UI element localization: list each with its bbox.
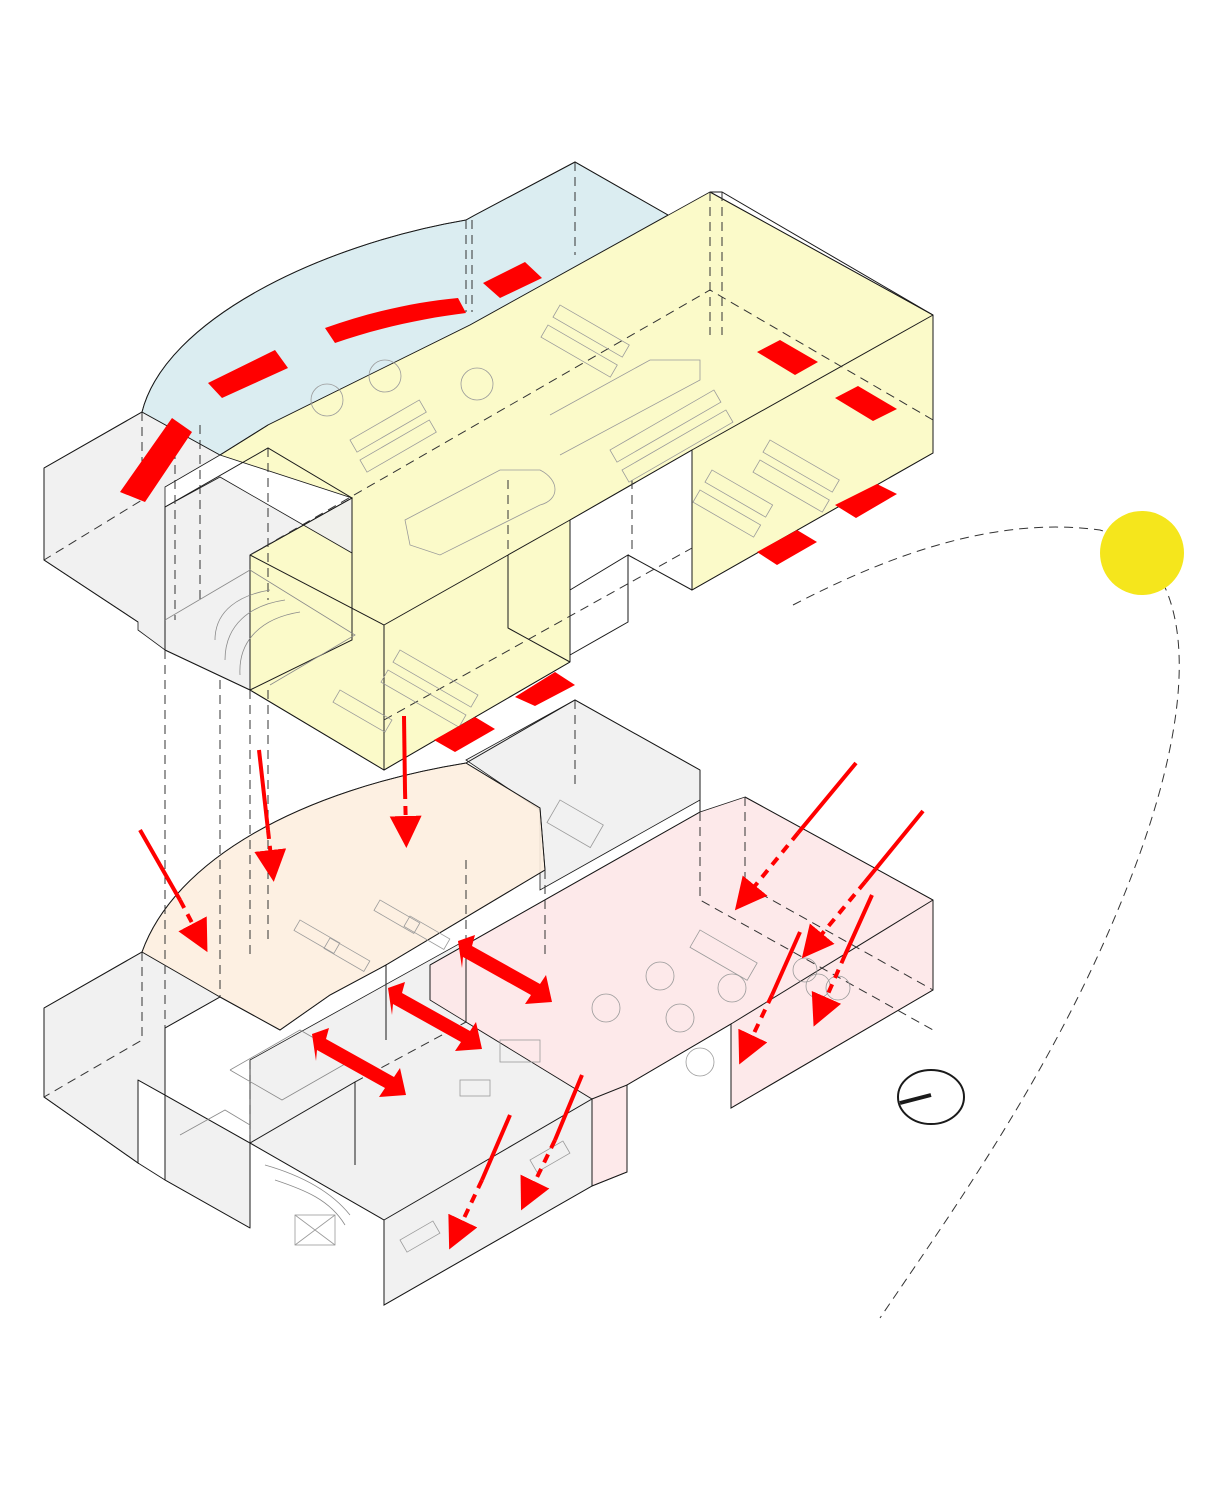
glare-band <box>483 262 542 298</box>
daylight-arrow <box>254 749 287 882</box>
connection-double-arrow <box>312 1028 406 1097</box>
daylight-arrow <box>138 829 208 953</box>
lower-furniture-hints <box>293 799 851 1253</box>
lower-level-volume <box>43 699 934 1306</box>
compass-icon <box>897 1069 965 1125</box>
glare-band <box>325 298 466 343</box>
daylight-arrow <box>811 894 874 1027</box>
daylight-arrow <box>520 1074 584 1211</box>
daylight-arrow <box>734 761 858 911</box>
glare-band <box>434 717 495 752</box>
glare-band <box>835 484 897 518</box>
glare-band <box>757 530 817 565</box>
daylight-arrow <box>448 1114 512 1250</box>
upper-furniture-hints <box>310 304 840 733</box>
glare-band <box>835 386 897 421</box>
light-flow-arrows <box>138 715 925 1250</box>
glare-band <box>208 350 288 398</box>
daylight-arrow <box>738 931 802 1065</box>
connection-double-arrow <box>388 982 482 1051</box>
sun-icon <box>1100 511 1184 595</box>
daylight-arrow <box>801 809 925 959</box>
glare-band <box>515 672 575 706</box>
glare-band <box>757 340 818 375</box>
connection-double-arrow <box>458 935 552 1004</box>
glare-band <box>120 418 192 502</box>
sun-path-arc <box>792 526 1180 1319</box>
daylight-arrow <box>389 715 422 848</box>
upper-stair-outline <box>164 569 356 686</box>
window-glare-bands <box>120 262 897 752</box>
